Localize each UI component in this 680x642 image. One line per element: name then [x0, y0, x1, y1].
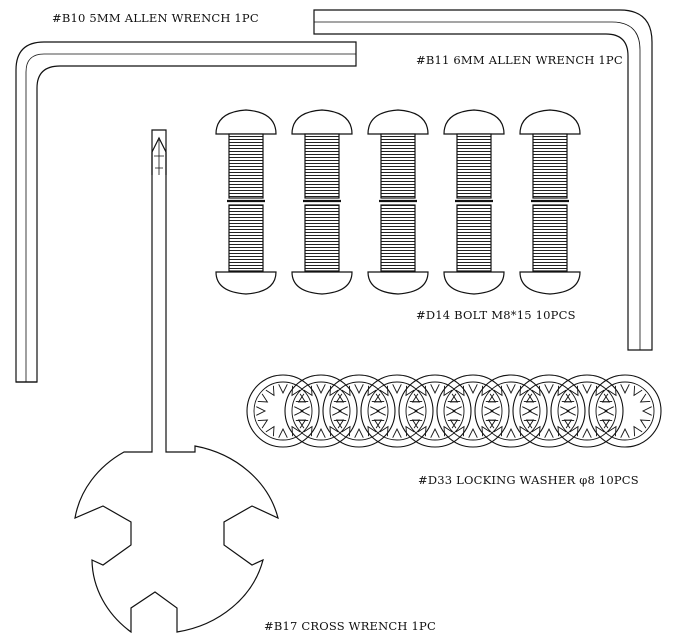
- locking-washer: [436, 374, 510, 448]
- label-b11: #B11 6MM ALLEN WRENCH 1PC: [416, 53, 623, 67]
- locking-washer: [512, 374, 586, 448]
- locking-washer: [398, 374, 472, 448]
- bolt: [519, 109, 581, 295]
- label-d14: #D14 BOLT M8*15 10PCS: [416, 308, 576, 322]
- allen-wrench-5mm: [15, 41, 357, 383]
- locking-washer: [474, 374, 548, 448]
- allen-wrench-6mm: [313, 9, 653, 351]
- bolt: [367, 109, 429, 295]
- locking-washer: [322, 374, 396, 448]
- locking-washer: [284, 374, 358, 448]
- bolt: [443, 109, 505, 295]
- locking-washer: [246, 374, 320, 448]
- bolt: [291, 109, 353, 295]
- locking-washer: [588, 374, 662, 448]
- locking-washer: [550, 374, 624, 448]
- washer-group: [246, 374, 662, 448]
- label-d33: #D33 LOCKING WASHER φ8 10PCS: [418, 473, 639, 487]
- bolt-group: [215, 109, 581, 295]
- cross-wrench: [74, 129, 279, 634]
- locking-washer: [360, 374, 434, 448]
- bolt: [215, 109, 277, 295]
- label-b10: #B10 5MM ALLEN WRENCH 1PC: [52, 11, 259, 25]
- label-b17: #B17 CROSS WRENCH 1PC: [264, 619, 436, 633]
